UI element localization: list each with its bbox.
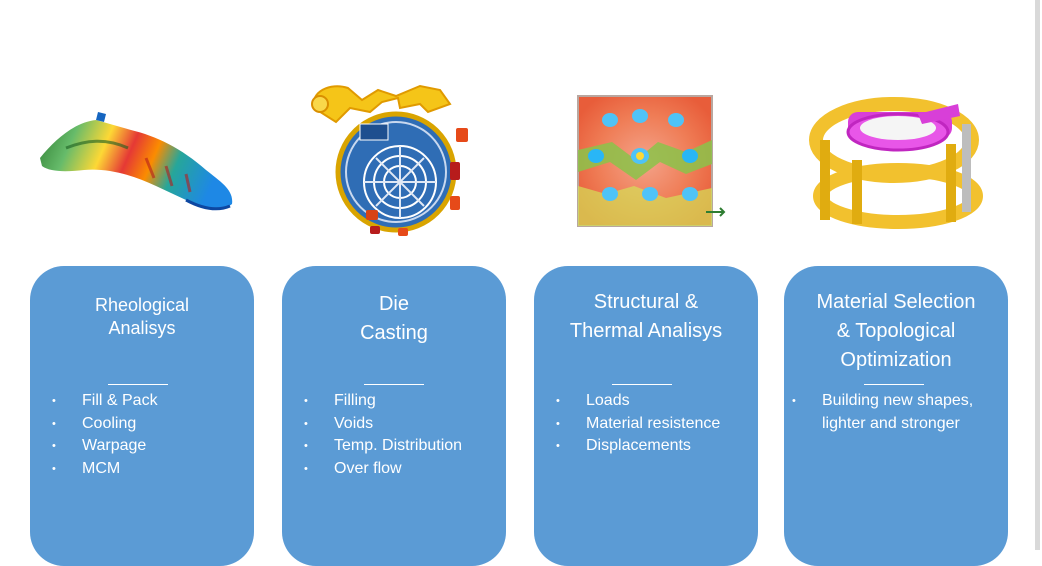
list-item: • Material resistence: [556, 413, 752, 436]
list-item-text: Fill & Pack: [82, 392, 158, 409]
list-item: • Voids: [304, 413, 500, 436]
card-divider: [364, 384, 424, 385]
card-title-line: Analisys: [108, 317, 176, 338]
bullet-icon: •: [304, 417, 308, 430]
bullet-icon: •: [556, 440, 560, 452]
list-item-text: lighter and stronger: [822, 414, 960, 432]
card-title: Structural & Thermal Analisys: [534, 288, 758, 346]
card-die-casting: Die Casting • Filling • Voids • Temp. Distr…: [282, 266, 506, 566]
right-edge-divider: [1035, 0, 1040, 550]
thermal-structural-plate-icon: [566, 90, 726, 234]
list-item: • Displacements: [556, 435, 752, 458]
bullet-icon: •: [304, 395, 308, 407]
card-divider: [108, 384, 168, 385]
card-structural-thermal-analysis: Structural & Thermal Analisys • Loads • Ma…: [534, 266, 758, 566]
list-item-text: Material resistence: [586, 414, 721, 432]
bullet-icon: •: [304, 440, 308, 452]
list-item-text: MCM: [82, 459, 121, 477]
card-rheological-analysis: Rheological Analisys • Fill & Pack • Cooli…: [30, 266, 254, 566]
card-title-line: Die: [378, 293, 409, 315]
rheology-simulation-icon: [36, 108, 240, 218]
list-item: • Building new shapes,: [792, 390, 1002, 413]
list-item-text: Displacements: [586, 437, 691, 454]
card-title: Material Selection & Topological Optimiz…: [784, 288, 1008, 375]
card-bullet-list: • Building new shapes, lighter and strong…: [792, 390, 1002, 435]
card-title-line: Rheological: [94, 295, 190, 315]
list-item: • Over flow: [304, 458, 500, 481]
list-item-text: Building new shapes,: [822, 392, 974, 409]
bullet-icon: •: [52, 440, 56, 452]
list-item: • Cooling: [52, 413, 248, 436]
card-title: Die Casting: [282, 290, 506, 348]
card-title-line: Thermal Analisys: [569, 320, 723, 342]
list-item: • Loads: [556, 390, 752, 413]
card-title: Rheological Analisys: [30, 294, 254, 339]
list-item-text: Voids: [334, 414, 374, 432]
list-item: • Temp. Distribution: [304, 435, 500, 458]
bullet-icon: •: [52, 417, 56, 430]
bullet-icon: •: [52, 462, 56, 475]
card-title-line: Casting: [360, 322, 428, 344]
bullet-icon: •: [52, 395, 56, 407]
card-bullet-list: • Loads • Material resistence • Displacemen…: [556, 390, 752, 458]
list-item-text: Filling: [334, 392, 376, 409]
card-bullet-list: • Fill & Pack • Cooling • Warpage • MCM: [52, 390, 248, 480]
bullet-icon: •: [792, 395, 796, 407]
bullet-icon: •: [556, 417, 560, 430]
list-item: • Fill & Pack: [52, 390, 248, 413]
list-item-text: Loads: [586, 392, 630, 409]
list-item-text: Warpage: [82, 437, 147, 454]
list-item: lighter and stronger: [792, 413, 1002, 436]
list-item-text: Over flow: [334, 459, 402, 477]
card-title-line: Structural &: [593, 291, 699, 313]
card-bullet-list: • Filling • Voids • Temp. Distribution • Ove…: [304, 390, 500, 480]
list-item-text: Cooling: [82, 414, 137, 432]
card-divider: [612, 384, 672, 385]
list-item: • Filling: [304, 390, 500, 413]
card-title-line: & Topological: [836, 320, 956, 342]
card-material-selection-topology: Material Selection & Topological Optimiz…: [784, 266, 1008, 566]
card-title-line: Material Selection: [816, 291, 976, 313]
topology-optimization-part-icon: [808, 84, 988, 232]
list-item: • MCM: [52, 458, 248, 481]
die-casting-simulation-icon: [300, 78, 490, 238]
card-title-line: Optimization: [840, 349, 952, 371]
bullet-icon: •: [304, 462, 308, 475]
bullet-icon: •: [556, 395, 560, 407]
card-divider: [864, 384, 924, 385]
list-item: • Warpage: [52, 435, 248, 458]
list-item-text: Temp. Distribution: [334, 437, 463, 454]
